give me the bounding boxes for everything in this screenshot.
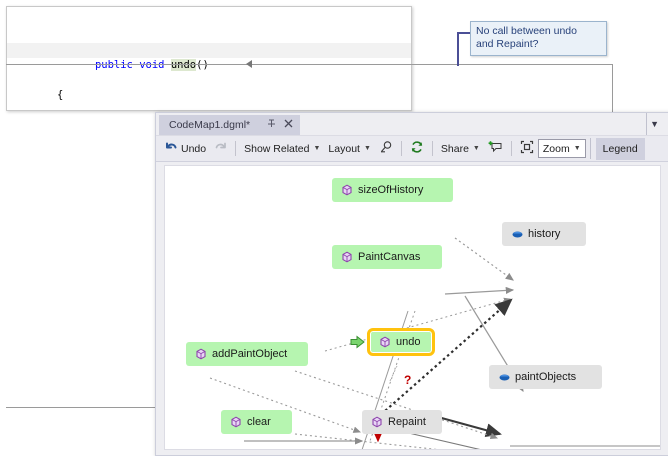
- refresh-button[interactable]: [406, 138, 428, 160]
- codemap-edges: [209, 237, 660, 449]
- zoom-label: Zoom: [542, 142, 570, 155]
- add-comment-button[interactable]: [484, 138, 507, 160]
- node-undo[interactable]: undo: [367, 328, 435, 356]
- method-icon: [341, 251, 353, 263]
- toolbar-separator: [510, 141, 512, 156]
- toolbar-separator: [235, 141, 237, 156]
- edge-undo-history: [376, 298, 513, 419]
- method-icon: [379, 336, 391, 348]
- pin-icon[interactable]: [266, 118, 277, 132]
- codemap-toolbar: Undo Show Related ▼ Layout ▼: [156, 135, 668, 162]
- chevron-down-icon: ▼: [313, 145, 321, 152]
- zoom-dropdown[interactable]: Zoom ▼: [537, 139, 586, 158]
- toolbar-divider: [589, 138, 591, 159]
- fit-to-screen-icon: [520, 140, 534, 157]
- code-line: public void undo(): [7, 43, 411, 71]
- tab-codemap1-dgml[interactable]: CodeMap1.dgml*: [159, 115, 301, 135]
- edge-addPaintObject-Repaint: [209, 377, 362, 433]
- redo-arrow-icon: [214, 141, 227, 157]
- method-icon: [371, 416, 383, 428]
- comment-add-icon: [488, 140, 503, 157]
- edge-PaintCanvas-history: [444, 286, 515, 295]
- node-Repaint[interactable]: Repaint: [362, 410, 442, 434]
- legend-label: Legend: [602, 142, 638, 155]
- edge-addPaintObject-paintObjects: [294, 370, 499, 440]
- callout-leader-horizontal: [457, 32, 471, 34]
- code-text[interactable]: public void undo() { paintObjects = hist…: [7, 13, 411, 110]
- edge-sizeOfHistory-history: [454, 237, 514, 281]
- share-label: Share: [440, 142, 469, 155]
- node-clear[interactable]: clear: [221, 410, 292, 434]
- chevron-down-icon: ▼: [363, 145, 371, 152]
- edge-addPaintObject-history: [324, 297, 511, 352]
- node-label: addPaintObject: [212, 348, 288, 360]
- callout-line-1: No call between undo: [476, 25, 577, 37]
- annotation-leader-arrow-icon: [246, 60, 252, 68]
- node-PaintCanvas[interactable]: PaintCanvas: [332, 245, 442, 269]
- tab-strip: CodeMap1.dgml* ▼: [156, 113, 668, 135]
- node-label: paintObjects: [515, 371, 577, 383]
- layout-label: Layout: [328, 142, 360, 155]
- toolbar-separator: [431, 141, 433, 156]
- codemap-canvas[interactable]: [164, 165, 661, 450]
- node-label: PaintCanvas: [358, 251, 421, 263]
- node-history[interactable]: history: [502, 222, 586, 246]
- close-icon[interactable]: [283, 118, 294, 132]
- undo-button[interactable]: Undo: [161, 138, 210, 160]
- node-label: undo: [396, 336, 421, 348]
- callout-leader-vertical: [457, 32, 459, 66]
- node-label: history: [528, 228, 561, 240]
- selected-token-undo: undo: [170, 59, 197, 71]
- keyword-void: void: [139, 59, 165, 71]
- node-label: sizeOfHistory: [358, 184, 424, 196]
- legend-button[interactable]: Legend: [595, 137, 645, 160]
- layout-button[interactable]: Layout ▼: [324, 138, 374, 160]
- refresh-icon: [410, 140, 424, 157]
- missing-call-question-mark: ?: [404, 373, 412, 387]
- code-line: {: [57, 89, 64, 101]
- undo-label: Undo: [181, 142, 207, 155]
- node-sizeOfHistory[interactable]: sizeOfHistory: [332, 178, 453, 202]
- chevron-down-icon: ▼: [472, 145, 480, 152]
- field-icon: [498, 371, 510, 383]
- node-label: Repaint: [388, 416, 426, 428]
- tab-label: CodeMap1.dgml*: [169, 119, 251, 131]
- node-label: clear: [247, 416, 271, 428]
- chevron-down-icon: ▼: [573, 145, 581, 152]
- method-icon: [230, 416, 242, 428]
- codemap-tool-window[interactable]: CodeMap1.dgml* ▼ Undo Show Related: [155, 112, 668, 456]
- method-icon: [195, 348, 207, 360]
- node-addPaintObject[interactable]: addPaintObject: [186, 342, 308, 366]
- show-related-button[interactable]: Show Related ▼: [240, 138, 324, 160]
- share-button[interactable]: Share ▼: [437, 138, 484, 160]
- edge-clear-paintObjects: [294, 433, 438, 449]
- keyword-public: public: [94, 59, 133, 71]
- undo-arrow-icon: [165, 141, 178, 157]
- code-editor-window[interactable]: public void undo() { paintObjects = hist…: [6, 6, 412, 111]
- current-node-marker-icon: [350, 334, 366, 350]
- redo-button[interactable]: [210, 138, 231, 160]
- filter-button[interactable]: [375, 138, 397, 160]
- callout-line-2: and Repaint?: [476, 38, 539, 50]
- tabstrip-divider: [646, 113, 647, 135]
- method-icon: [341, 184, 353, 196]
- node-paintObjects[interactable]: paintObjects: [489, 365, 602, 389]
- field-icon: [511, 228, 523, 240]
- fit-to-screen-button[interactable]: [516, 138, 538, 160]
- filter-search-icon: [379, 140, 393, 157]
- show-related-label: Show Related: [244, 142, 310, 155]
- chevron-down-icon[interactable]: ▼: [650, 119, 659, 129]
- annotation-callout: No call between undo and Repaint?: [470, 21, 607, 56]
- toolbar-separator: [400, 141, 402, 156]
